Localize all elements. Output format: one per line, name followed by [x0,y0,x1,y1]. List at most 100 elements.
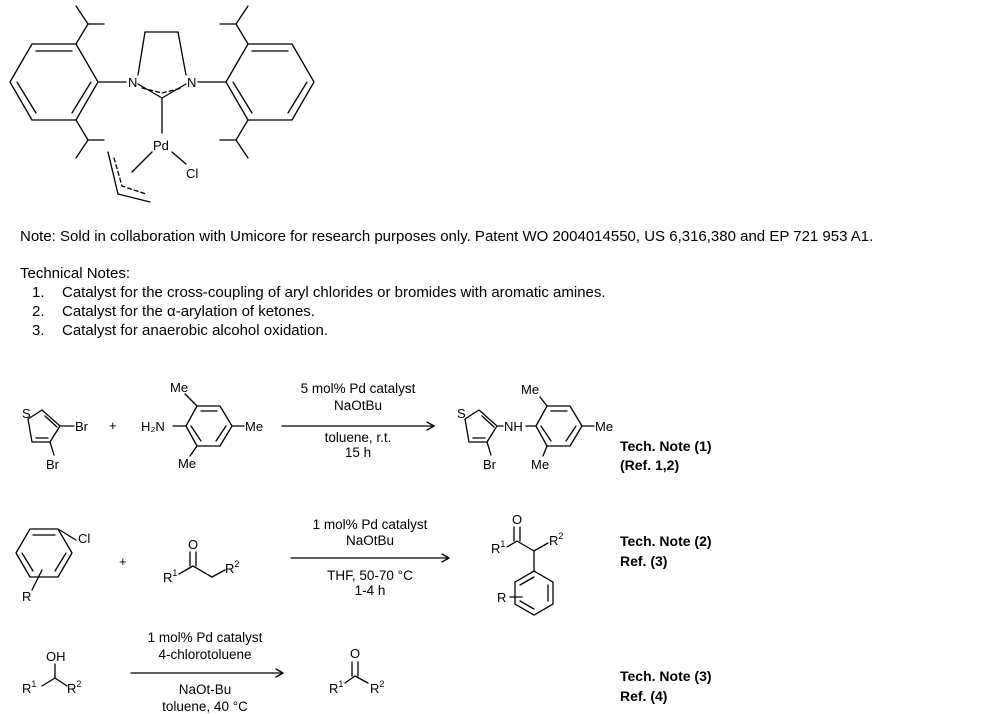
r1-label: R1 [491,539,505,556]
condition-text: THF, 50-70 °C [327,568,413,583]
ring-double-bond [519,576,535,586]
r-label: R [497,590,506,605]
ring-bond [137,83,163,99]
me-label: Me [521,382,539,397]
r2-label: R2 [67,679,81,696]
chain-bond [41,677,56,687]
n-right-label: N [187,75,196,90]
reaction-1: S Br Br + H₂N Me Me Me 5 mol% Pd catalys… [22,380,712,473]
reaction-2: Cl R + O R1 R2 1 mol% Pd catalyst NaOtBu… [15,512,712,616]
chain-bond [211,569,226,578]
condition-text: NaOtBu [346,533,394,548]
condition-text: 1-4 h [355,583,386,598]
br-label: Br [483,457,497,472]
chain-bond [178,565,194,575]
ring-bond [137,31,146,76]
chain-bond [54,677,68,687]
me-label: Me [595,419,613,434]
mesityl-double-bond [540,425,552,442]
condition-text: NaOtBu [334,398,382,413]
pd-cl-bond [171,151,187,165]
r1-label: R1 [22,679,36,696]
technical-note-number: 1. [32,284,45,301]
r1-label: R1 [329,679,343,696]
isopropyl-bond [235,119,249,141]
product-aryl-ring [514,570,554,616]
isopropyl-bond [75,23,89,45]
mesityl-double-bond [565,425,577,442]
s-label: S [22,406,31,421]
reaction-3: OH R1 R2 1 mol% Pd catalyst 4-chlorotolu… [22,630,712,714]
me-label: Me [178,456,196,471]
br-label: Br [75,419,89,434]
ring-bond [161,83,187,99]
isopropyl-bond [75,119,89,141]
pd-allyl-bond [131,151,153,173]
ring-double-bond [54,552,67,572]
condition-text: 5 mol% Pd catalyst [301,381,416,396]
mesityl-double-bond [190,425,202,442]
isopropyl-bond [235,139,249,159]
isopropyl-bond [75,5,89,25]
mesityl-double-bond [215,425,227,442]
left-ring-double-bond [16,81,37,114]
r1-label: R1 [163,568,177,585]
isopropyl-bond [75,139,89,159]
c-cl-bond [57,528,77,541]
cl-label: Cl [78,531,90,546]
condition-text: 1 mol% Pd catalyst [148,630,263,645]
chain-bond [533,542,549,552]
o-label: O [350,646,360,661]
technical-note-item: 2. Catalyst for the α-arylation of ketone… [32,302,315,321]
arrow-head [426,421,435,431]
condition-text: 4-chlorotoluene [158,647,251,662]
thiophene-double-bond [481,415,495,428]
technical-note-number: 2. [32,303,45,320]
br-label: Br [46,457,60,472]
ring-double-bond [519,600,535,610]
reference-label: Tech. Note (3) [620,668,712,684]
catalyst-structure: N N Pd Cl [9,5,315,203]
reference-label: (Ref. 1,2) [620,457,679,473]
condition-text: 1 mol% Pd catalyst [313,517,428,532]
me-label: Me [170,380,188,395]
thiophene-double-bond [44,415,58,428]
technical-note-item: 3.Catalyst for anaerobic alcohol oxidati… [32,321,328,340]
chain-bond [192,565,213,578]
methyl-bond [542,445,548,457]
left-ring-double-bond [71,81,92,114]
r2-label: R2 [549,531,563,548]
right-ring-double-bond [287,81,308,114]
reference-label: Tech. Note (2) [620,533,712,549]
delocalized-ncn [141,87,183,94]
reference-label: Tech. Note (1) [620,438,712,454]
condition-text: NaOt-Bu [179,682,232,697]
mesityl-ring [185,405,233,447]
c-br-bond [486,441,492,456]
thiophene-ring [464,409,498,443]
technical-note-text: Catalyst for the α-arylation of ketones. [62,303,315,320]
allyl-delocalized [113,157,147,195]
thiophene-ring [27,409,61,443]
allyl-bond [117,193,151,203]
technical-note-text: Catalyst for anaerobic alcohol oxidation… [62,322,328,339]
technical-note-text: Catalyst for the cross-coupling of aryl … [62,284,606,301]
oh-label: OH [46,649,66,664]
aryl-chloride-ring [15,528,73,578]
r-substituent-bond [31,569,43,591]
r-label: R [22,589,31,604]
arrow-head [275,668,284,678]
chain-bond [344,675,356,684]
condition-text: toluene, 40 °C [162,699,248,714]
allyl-bond [107,151,119,195]
r2-label: R2 [370,679,384,696]
chain-bond [354,675,369,684]
nh-label: NH [504,419,523,434]
plus-sign: + [109,418,117,433]
chain-bond [506,540,518,548]
patent-note: Note: Sold in collaboration with Umicore… [20,228,874,245]
r2-label: R2 [225,559,239,576]
reference-label: Ref. (4) [620,688,667,704]
technical-note-item: 1. Catalyst for the cross-coupling of ary… [32,283,606,302]
right-aryl-ring [225,43,315,121]
